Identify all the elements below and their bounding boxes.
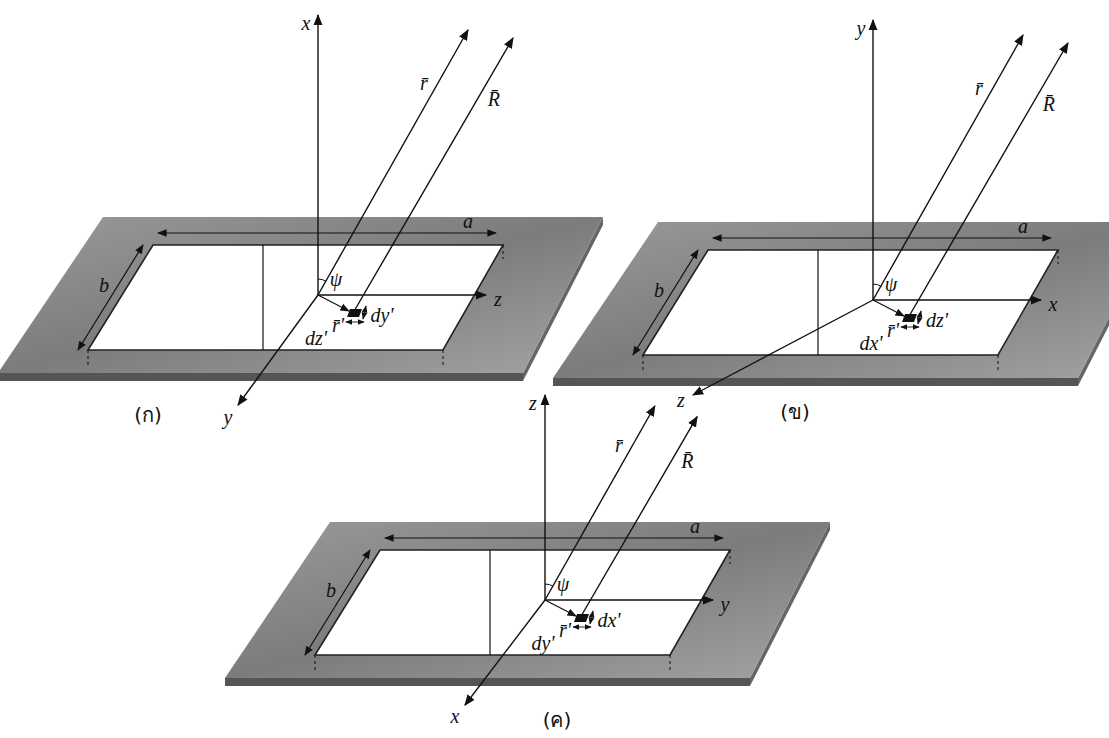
source-vector bbox=[873, 300, 904, 316]
differential-label: dx' bbox=[597, 610, 620, 630]
dimension-line bbox=[78, 245, 143, 350]
dimension-line bbox=[633, 250, 698, 355]
position-vector bbox=[545, 406, 655, 600]
angle-label: ψ bbox=[330, 269, 342, 289]
dimension-line bbox=[305, 550, 370, 655]
panel-figure bbox=[553, 20, 1109, 395]
angle-arc bbox=[873, 284, 881, 286]
vector-label: R̄ bbox=[1043, 94, 1055, 114]
vector-label: r̄ bbox=[975, 78, 983, 98]
element-size bbox=[901, 327, 919, 328]
aperture bbox=[643, 250, 1058, 355]
axis-line bbox=[317, 15, 318, 295]
panel-label: (ข) bbox=[780, 402, 810, 422]
aperture bbox=[315, 550, 730, 655]
dimension-line bbox=[158, 232, 496, 233]
aperture-depth bbox=[643, 355, 644, 372]
vector-label: R̄ bbox=[488, 89, 500, 109]
aperture-depth bbox=[730, 550, 731, 564]
aperture-depth bbox=[1058, 250, 1059, 264]
axis-label: z bbox=[494, 289, 502, 309]
panel-figure bbox=[0, 15, 603, 405]
vector-label: r̄' bbox=[559, 620, 571, 640]
distance-vector bbox=[580, 417, 697, 618]
axis-label: y bbox=[224, 407, 233, 427]
ground-plane bbox=[225, 522, 830, 678]
plane-edge bbox=[225, 678, 750, 686]
distance-vector bbox=[908, 43, 1068, 318]
differential-label: dy' bbox=[370, 305, 393, 325]
axis-line bbox=[318, 294, 486, 295]
differential-label: dy' bbox=[531, 633, 554, 653]
source-element bbox=[902, 314, 917, 322]
plane-edge bbox=[0, 373, 523, 381]
distance-vector bbox=[353, 38, 513, 313]
vector-label: R̄ bbox=[681, 451, 693, 471]
axis-label: x bbox=[302, 13, 311, 33]
dimension-label: b bbox=[99, 275, 109, 295]
plane-edge bbox=[553, 378, 1078, 386]
aperture bbox=[88, 245, 503, 350]
aperture-guide bbox=[817, 250, 818, 355]
vector-label: r̄ bbox=[615, 435, 623, 455]
axis-label: y bbox=[857, 18, 866, 38]
aperture-depth bbox=[443, 350, 444, 367]
dimension-line bbox=[385, 537, 723, 538]
vector-label: r̄ bbox=[420, 73, 428, 93]
element-size bbox=[590, 611, 593, 624]
axis-label: z bbox=[677, 390, 685, 410]
axis-label: z bbox=[529, 393, 537, 413]
panel-figure bbox=[225, 395, 830, 705]
position-vector bbox=[318, 30, 468, 295]
element-size bbox=[346, 322, 364, 323]
panel-label: (ค) bbox=[543, 710, 572, 730]
angle-arc bbox=[318, 279, 326, 281]
vector-label: r̄' bbox=[887, 320, 899, 340]
axis-line bbox=[238, 295, 318, 405]
dimension-label: a bbox=[690, 516, 700, 536]
source-vector bbox=[545, 600, 576, 616]
aperture-depth bbox=[503, 245, 504, 259]
aperture-depth bbox=[88, 350, 89, 367]
aperture-depth bbox=[315, 655, 316, 672]
angle-label: ψ bbox=[885, 274, 897, 294]
source-vector bbox=[318, 295, 349, 311]
source-element bbox=[574, 614, 589, 622]
axis-line bbox=[872, 20, 873, 300]
element-size bbox=[363, 306, 366, 319]
aperture-depth bbox=[998, 355, 999, 372]
aperture-guide bbox=[262, 245, 263, 350]
angle-label: ψ bbox=[557, 574, 569, 594]
panel-label: (ก) bbox=[134, 405, 162, 425]
axis-line bbox=[693, 300, 873, 395]
dimension-label: b bbox=[654, 280, 664, 300]
vector-label: r̄' bbox=[332, 315, 344, 335]
differential-label: dz' bbox=[926, 310, 948, 330]
axis-label: y bbox=[721, 594, 730, 614]
axis-line bbox=[873, 299, 1041, 300]
axis-label: x bbox=[1049, 294, 1058, 314]
element-size bbox=[918, 311, 921, 324]
ground-plane bbox=[553, 222, 1109, 378]
axis-line bbox=[545, 599, 713, 600]
aperture-depth bbox=[670, 655, 671, 672]
axis-line bbox=[544, 395, 545, 600]
source-element bbox=[347, 309, 362, 317]
element-size bbox=[573, 627, 591, 628]
angle-arc bbox=[545, 584, 553, 586]
aperture-guide bbox=[489, 550, 490, 655]
dimension-line bbox=[713, 237, 1051, 238]
differential-label: dz' bbox=[305, 328, 327, 348]
position-vector bbox=[873, 35, 1023, 300]
ground-plane bbox=[0, 217, 603, 373]
dimension-label: a bbox=[463, 211, 473, 231]
dimension-label: b bbox=[326, 580, 336, 600]
axis-label: x bbox=[451, 706, 460, 726]
dimension-label: a bbox=[1018, 216, 1028, 236]
differential-label: dx' bbox=[859, 333, 882, 353]
